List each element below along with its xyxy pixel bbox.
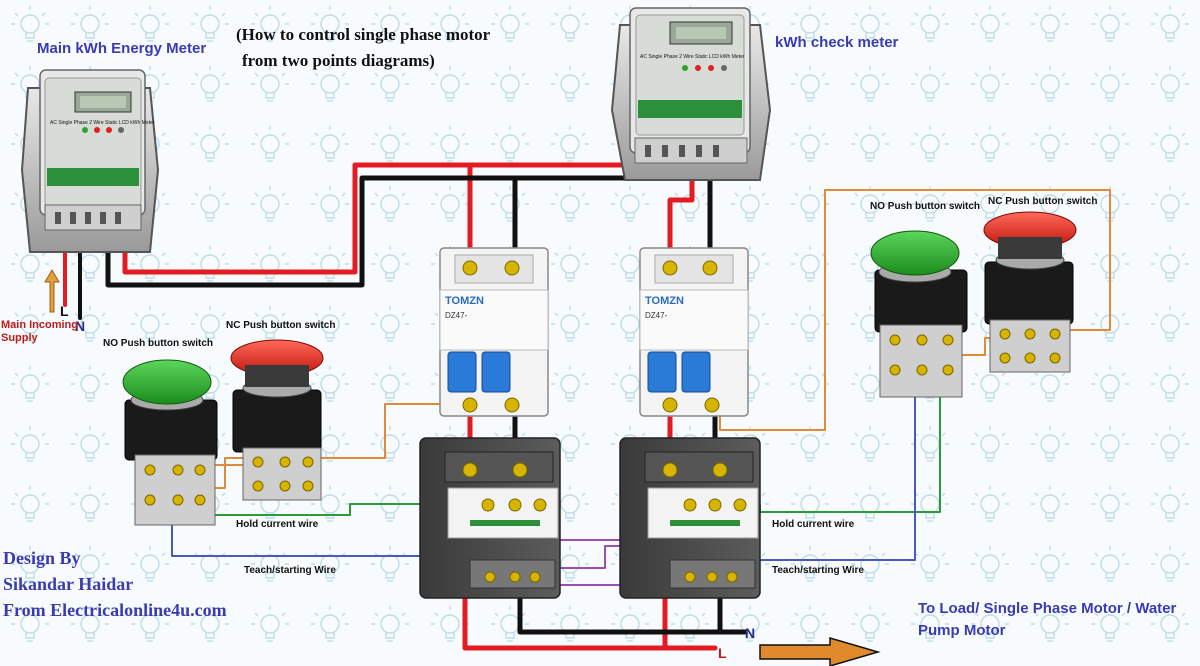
- main-meter-label: Main kWh Energy Meter: [37, 40, 207, 57]
- load-label: To Load/ Single Phase Motor / Water Pump…: [918, 598, 1176, 642]
- main-kwh-meter: AC Single Phase 2 Wire Static LCD kWh Me…: [20, 69, 160, 253]
- load-arrow-icon: [759, 637, 881, 666]
- check-kwh-meter: AC Single Phase 2 Wire Static LCD kWh Me…: [610, 7, 772, 181]
- contactor-right: [619, 437, 761, 599]
- diagram-title-line2: from two points diagrams): [242, 51, 435, 70]
- right-nc-push-button[interactable]: [983, 211, 1077, 373]
- breaker-left-model: DZ47-: [445, 311, 468, 320]
- teach-starting-wire-left-label: Teach/starting Wire: [244, 565, 336, 576]
- left-nc-push-button[interactable]: [230, 339, 324, 501]
- main-incoming-supply-line2: Supply: [1, 332, 38, 344]
- main-meter-face-text: AC Single Phase 2 Wire Static LCD kWh Me…: [50, 120, 155, 126]
- left-no-push-button[interactable]: [122, 359, 218, 526]
- wire-phase-out: [462, 585, 668, 651]
- breaker-right-model: DZ47-: [645, 311, 668, 320]
- credit-line2: Sikandar Haidar: [3, 574, 134, 594]
- left-nc-switch-label: NC Push button switch: [226, 320, 336, 331]
- left-no-switch-label: NO Push button switch: [103, 338, 213, 349]
- credit-line3: From Electricalonline4u.com: [3, 600, 227, 620]
- check-meter-face-text: AC Single Phase 2 Wire Static LCD kWh Me…: [640, 54, 745, 60]
- supply-L-label: L: [60, 303, 69, 319]
- diagram-title-line1: (How to control single phase motor: [236, 25, 491, 44]
- output-N-label: N: [745, 625, 756, 641]
- wire-control-right: [719, 189, 1111, 431]
- breaker-right: TOMZN DZ47-: [639, 247, 749, 417]
- right-no-push-button[interactable]: [870, 230, 968, 398]
- credit-line1: Design By: [3, 548, 81, 568]
- output-L-label: L: [718, 645, 727, 661]
- contactor-left: [419, 437, 561, 599]
- teach-starting-wire-right-label: Teach/starting Wire: [772, 565, 864, 576]
- check-meter-label: kWh check meter: [775, 34, 899, 51]
- main-incoming-supply-label: Main Incoming Supply: [1, 319, 78, 345]
- breaker-left: TOMZN DZ47-: [439, 247, 549, 417]
- main-incoming-supply-line1: Main Incoming: [1, 319, 78, 331]
- supply-N-label: N: [75, 318, 86, 334]
- hold-current-wire-left-label: Hold current wire: [236, 519, 319, 530]
- credit-block: Design By Sikandar Haidar From Electrica…: [3, 545, 227, 623]
- supply-arrow-icon: [44, 269, 60, 313]
- right-no-switch-label: NO Push button switch: [870, 201, 980, 212]
- load-label-line2: Pump Motor: [918, 622, 1006, 639]
- wire-neutral-out: [517, 585, 748, 635]
- breaker-right-brand: TOMZN: [645, 295, 684, 307]
- hold-current-wire-right-label: Hold current wire: [772, 519, 855, 530]
- load-label-line1: To Load/ Single Phase Motor / Water: [918, 600, 1177, 617]
- breaker-left-brand: TOMZN: [445, 295, 484, 307]
- right-nc-switch-label: NC Push button switch: [988, 196, 1098, 207]
